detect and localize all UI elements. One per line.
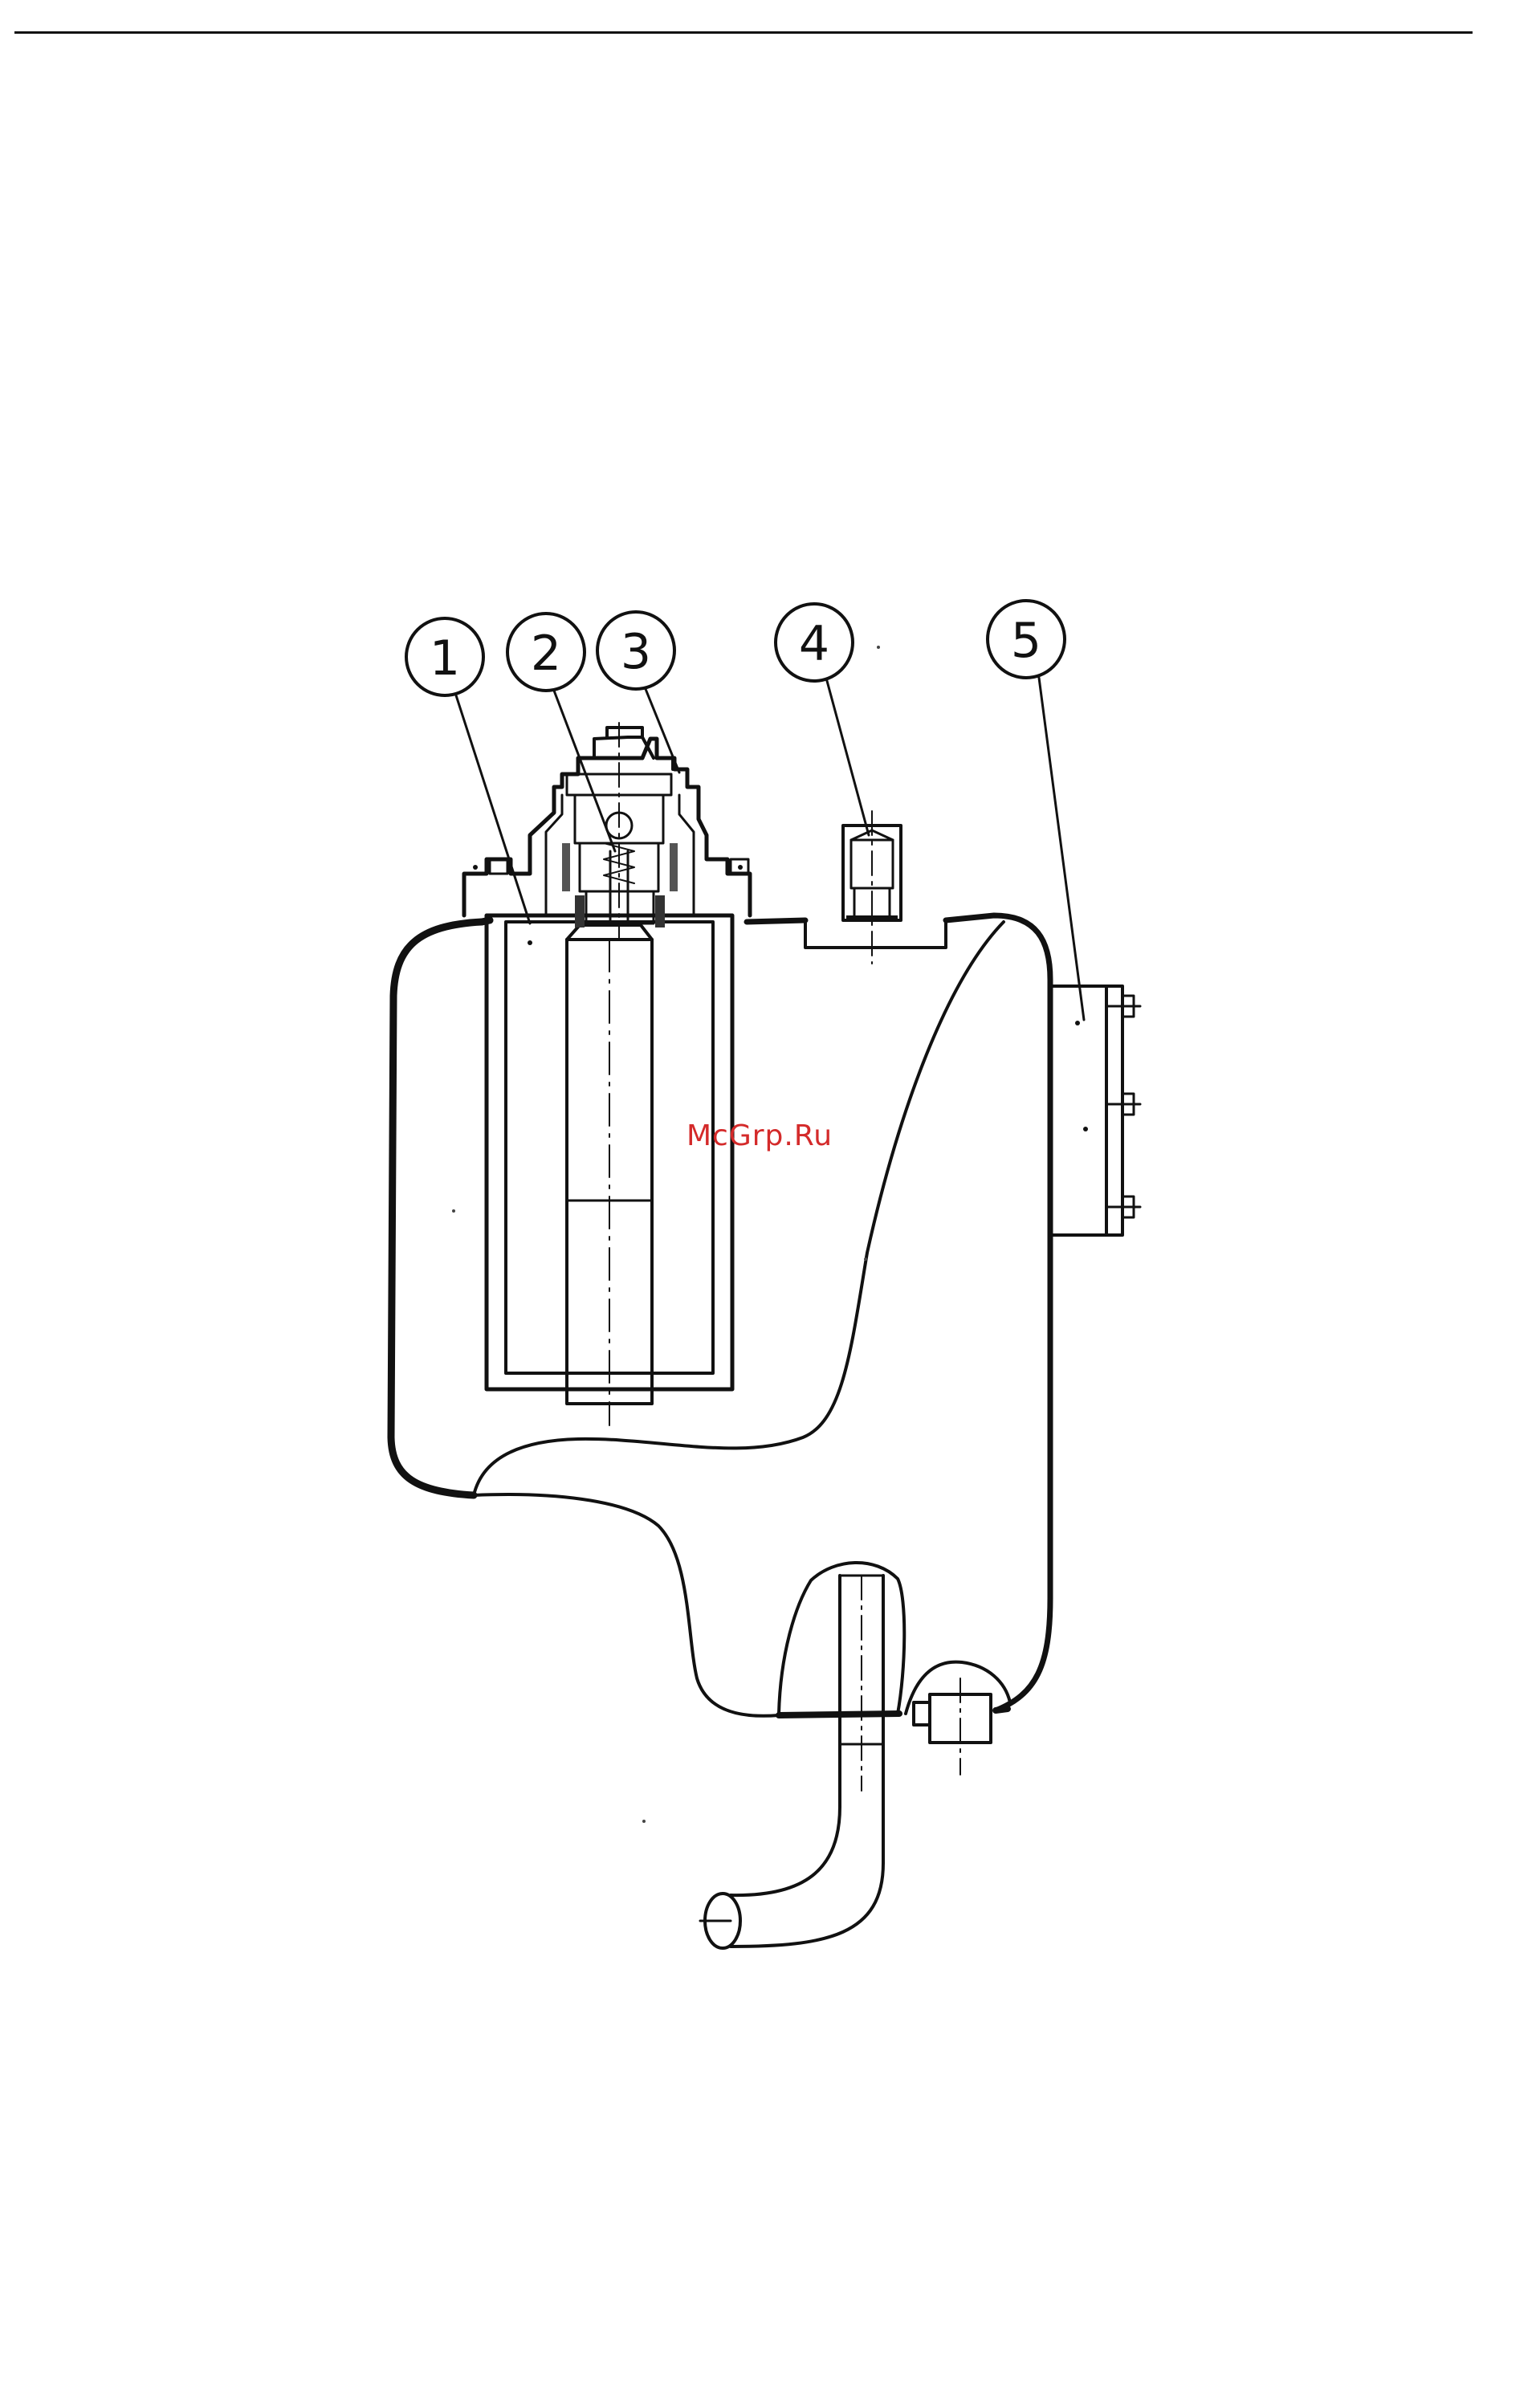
drain-plug bbox=[906, 1662, 1010, 1775]
level-gauge bbox=[1050, 986, 1140, 1235]
callout-1: 1 bbox=[406, 618, 530, 923]
callout-5-label: 5 bbox=[1011, 613, 1041, 669]
callout-4: 4 bbox=[776, 604, 869, 835]
watermark-text: McGrp.Ru bbox=[686, 1119, 833, 1152]
callout-1-label: 1 bbox=[430, 630, 460, 687]
callout-3: 3 bbox=[597, 612, 679, 773]
callout-2-label: 2 bbox=[531, 626, 561, 682]
filter-element bbox=[487, 915, 732, 1425]
breather bbox=[805, 811, 946, 964]
callout-5: 5 bbox=[988, 601, 1084, 1020]
callout-4-label: 4 bbox=[799, 616, 829, 672]
tank-body bbox=[391, 915, 1050, 1716]
suction-pipe bbox=[700, 1563, 904, 1948]
callout-3-label: 3 bbox=[621, 624, 651, 680]
